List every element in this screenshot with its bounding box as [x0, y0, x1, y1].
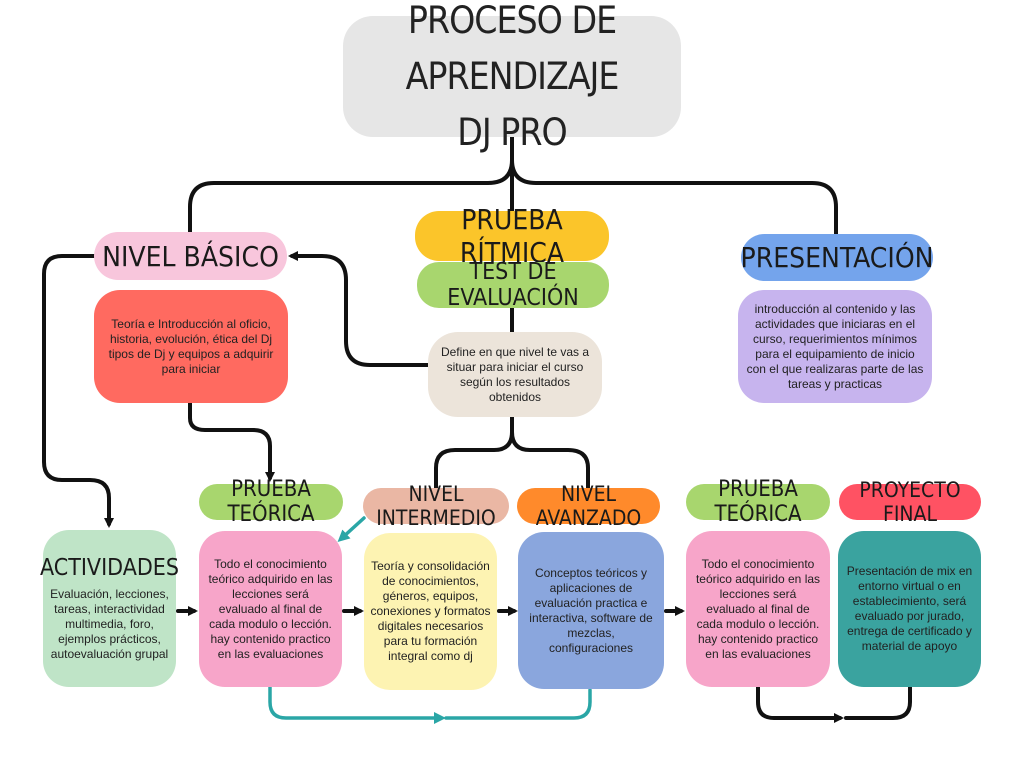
nivel-intermedio-label: NIVEL INTERMEDIO — [363, 482, 509, 530]
connector-teal-right — [444, 688, 592, 720]
nivel-basico-description: Teoría e Introducción al oficio, histori… — [94, 290, 288, 403]
proyecto-final-description: Presentación de mix en entorno virtual o… — [838, 531, 981, 687]
define-description: Define en que nivel te vas a situar para… — [428, 332, 602, 417]
prueba-teorica-1-label: PRUEBA TEÓRICA — [199, 477, 343, 527]
connector-proyecto-bottom — [844, 685, 912, 720]
prueba-teorica-1-description: Todo el conocimiento teórico adquirido e… — [199, 531, 342, 687]
connector-pt2-proyecto — [756, 685, 844, 723]
actividades-label: ACTIVIDADES — [40, 555, 180, 581]
nivel-avanzado-label: NIVEL AVANZADO — [517, 482, 660, 530]
main-title-line1: PROCESO DE APRENDIZAJE — [405, 0, 620, 98]
presentacion-label: PRESENTACIÓN — [741, 234, 934, 281]
connector-basico-actividades — [42, 254, 114, 528]
connector-intermedio-pt1-teal — [337, 516, 366, 543]
main-title: PROCESO DE APRENDIZAJE DJ PRO — [343, 0, 681, 154]
presentacion-description: introducción al contenido y las activida… — [738, 290, 932, 403]
connector-title-right — [510, 158, 838, 236]
connector-define-basico — [288, 251, 430, 367]
connector-define-split — [434, 415, 514, 490]
nivel-basico-label: NIVEL BÁSICO — [94, 232, 287, 280]
connector-basico-pt1 — [188, 401, 275, 482]
actividades-description: Evaluación, lecciones, tareas, interacti… — [50, 587, 169, 661]
proyecto-final-label: PROYECTO FINAL — [839, 478, 981, 526]
connector-title-left — [188, 158, 514, 234]
actividades-box: ACTIVIDADES Evaluación, lecciones, tarea… — [40, 530, 180, 687]
connector-define-avanzado — [510, 430, 590, 490]
test-evaluacion-label: TEST DE EVALUACIÓN — [417, 259, 609, 311]
main-title-line2: DJ PRO — [457, 110, 567, 154]
nivel-intermedio-description: Teoría y consolidación de conocimientos,… — [364, 533, 497, 690]
connector-pt1-avanzado-teal — [268, 685, 446, 724]
prueba-teorica-2-label: PRUEBA TEÓRICA — [686, 477, 830, 527]
prueba-teorica-2-description: Todo el conocimiento teórico adquirido e… — [686, 531, 830, 687]
nivel-avanzado-description: Conceptos teóricos y aplicaciones de eva… — [518, 532, 664, 689]
prueba-ritmica-label: PRUEBA RÍTMICA — [415, 203, 609, 269]
